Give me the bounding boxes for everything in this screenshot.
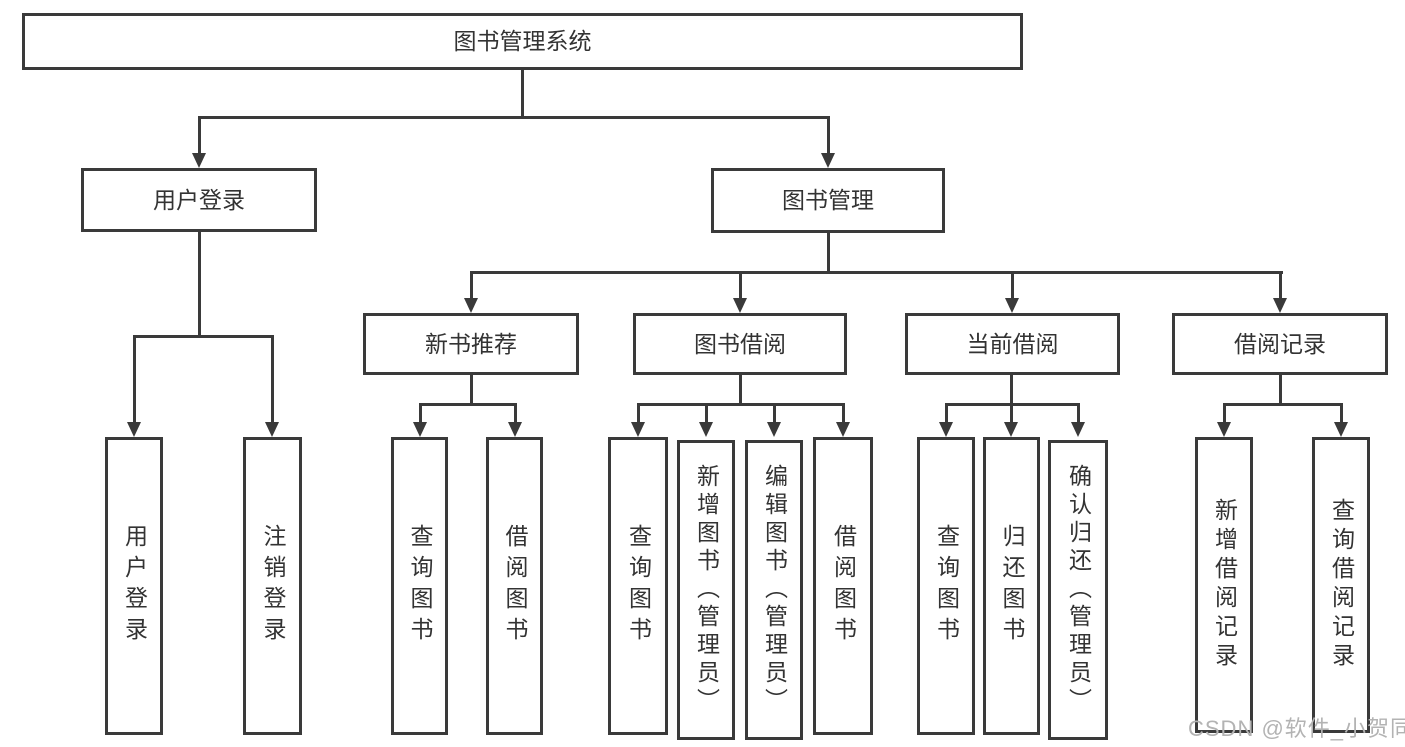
edge-book-borrowing-branch [637, 403, 845, 406]
edge-new-book-trunk [470, 375, 473, 404]
arrow-down-icon [821, 153, 835, 168]
csdn-watermark: CSDN @软件_小贺同学 [1188, 716, 1405, 741]
edge-new-book-branch [419, 403, 517, 406]
edge-stem [1223, 406, 1226, 423]
edge-stem [637, 406, 640, 423]
edge-root-trunk [521, 70, 524, 117]
arrow-down-icon [192, 153, 206, 168]
arrow-down-icon [733, 298, 747, 313]
edge-book-management-branch [470, 271, 1283, 274]
edge-borrowing-records-branch [1223, 403, 1343, 406]
edge-user-login-branch [133, 335, 274, 338]
node-user-login: 用户登录 [81, 168, 317, 232]
node-current-borrowing: 当前借阅 [905, 313, 1120, 375]
edge-stem [827, 119, 830, 154]
node-new-book-recommend: 新书推荐 [363, 313, 579, 375]
edge-stem [271, 338, 274, 423]
edge-current-borrowing-branch [945, 403, 1080, 406]
arrow-down-icon [939, 422, 953, 437]
leaf-current-query-books: 查询图书 [917, 437, 975, 735]
arrow-down-icon [1273, 298, 1287, 313]
node-book-borrowing: 图书借阅 [633, 313, 847, 375]
leaf-borrowing-borrow-books: 借阅图书 [813, 437, 873, 735]
arrow-down-icon [508, 422, 522, 437]
arrow-down-icon [413, 422, 427, 437]
edge-book-management-trunk [827, 233, 830, 271]
arrow-down-icon [631, 422, 645, 437]
edge-stem [945, 406, 948, 423]
leaf-borrowing-add-books-admin: 新增图书（管理员） [677, 440, 735, 740]
edge-stem [842, 406, 845, 423]
edge-borrowing-records-trunk [1279, 375, 1282, 404]
arrow-down-icon [699, 422, 713, 437]
edge-stem [1011, 274, 1014, 299]
edge-stem [739, 274, 742, 299]
edge-stem [1077, 406, 1080, 423]
edge-book-borrowing-trunk [739, 375, 742, 404]
leaf-records-add-record: 新增借阅记录 [1195, 437, 1253, 733]
arrow-down-icon [836, 422, 850, 437]
edge-stem [198, 119, 201, 154]
arrow-down-icon [767, 422, 781, 437]
edge-stem [1010, 406, 1013, 423]
leaf-logout: 注销登录 [243, 437, 302, 735]
arrow-down-icon [1334, 422, 1348, 437]
leaf-records-query-record: 查询借阅记录 [1312, 437, 1370, 733]
node-book-management: 图书管理 [711, 168, 945, 233]
arrow-down-icon [464, 298, 478, 313]
edge-stem [419, 406, 422, 423]
leaf-user-login: 用户登录 [105, 437, 163, 735]
edge-current-borrowing-trunk [1010, 375, 1013, 404]
arrow-down-icon [1071, 422, 1085, 437]
edge-root-branch [198, 116, 830, 119]
node-borrowing-records: 借阅记录 [1172, 313, 1388, 375]
leaf-borrowing-query-books: 查询图书 [608, 437, 668, 735]
edge-stem [514, 406, 517, 423]
leaf-recommend-borrow-books: 借阅图书 [486, 437, 543, 735]
leaf-current-confirm-return-admin: 确认归还（管理员） [1048, 440, 1108, 740]
leaf-borrowing-edit-books-admin: 编辑图书（管理员） [745, 440, 803, 740]
arrow-down-icon [265, 422, 279, 437]
edge-user-login-trunk [198, 232, 201, 336]
arrow-down-icon [1004, 422, 1018, 437]
edge-stem [1340, 406, 1343, 423]
leaf-current-return-books: 归还图书 [983, 437, 1040, 735]
edge-stem [1279, 274, 1282, 299]
edge-stem [133, 338, 136, 423]
edge-stem [773, 406, 776, 423]
arrow-down-icon [127, 422, 141, 437]
edge-stem [705, 406, 708, 423]
arrow-down-icon [1217, 422, 1231, 437]
leaf-recommend-query-books: 查询图书 [391, 437, 448, 735]
arrow-down-icon [1005, 298, 1019, 313]
node-library-system: 图书管理系统 [22, 13, 1023, 70]
edge-stem [470, 274, 473, 299]
